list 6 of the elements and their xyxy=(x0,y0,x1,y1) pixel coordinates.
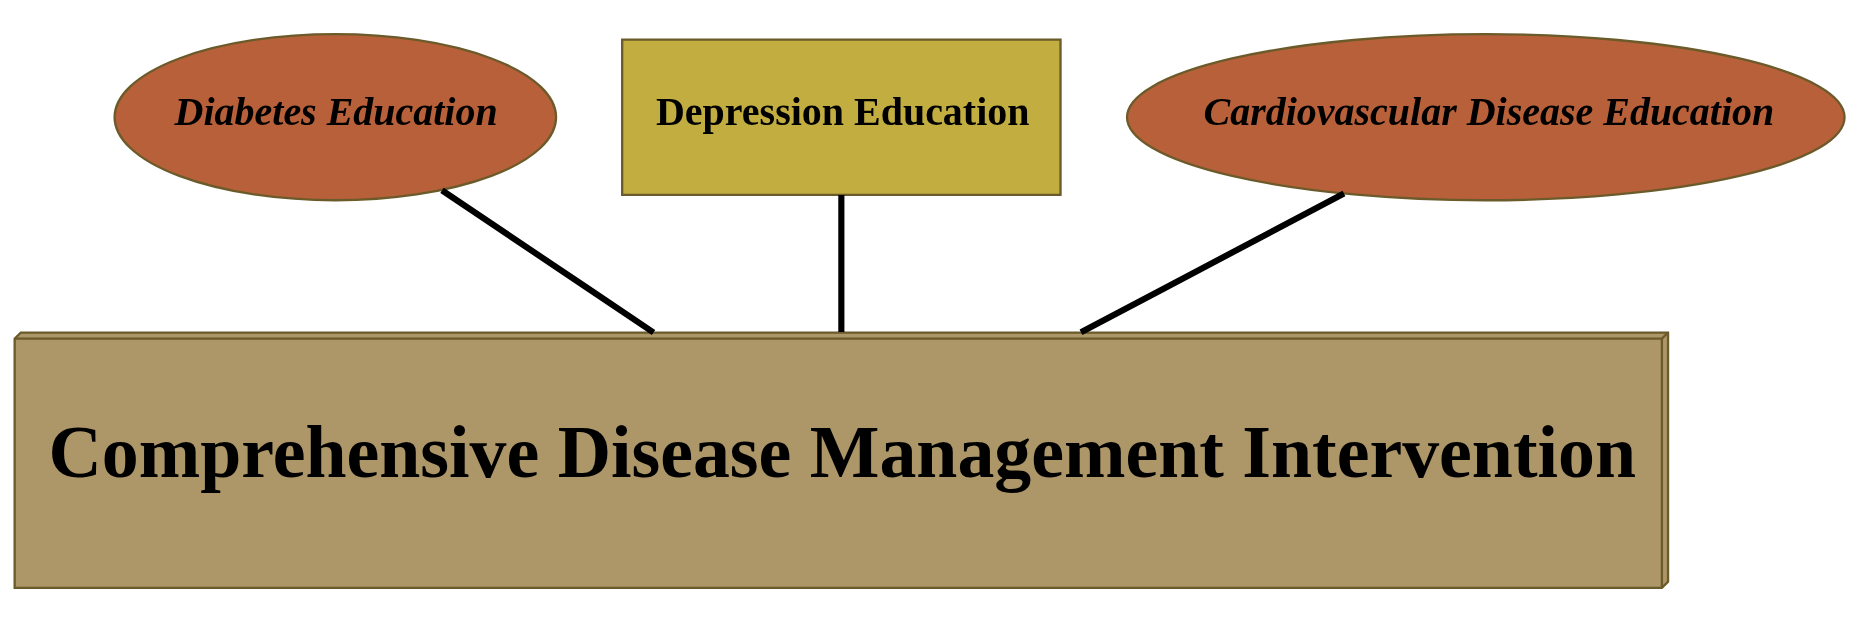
node-ellipse: Cardiovascular Disease Education xyxy=(1125,32,1846,201)
connector xyxy=(838,194,845,332)
connector xyxy=(1079,190,1346,335)
node-ellipse: Diabetes Education xyxy=(113,32,558,201)
connector xyxy=(440,187,656,335)
node-box: Depression Education xyxy=(621,37,1062,196)
